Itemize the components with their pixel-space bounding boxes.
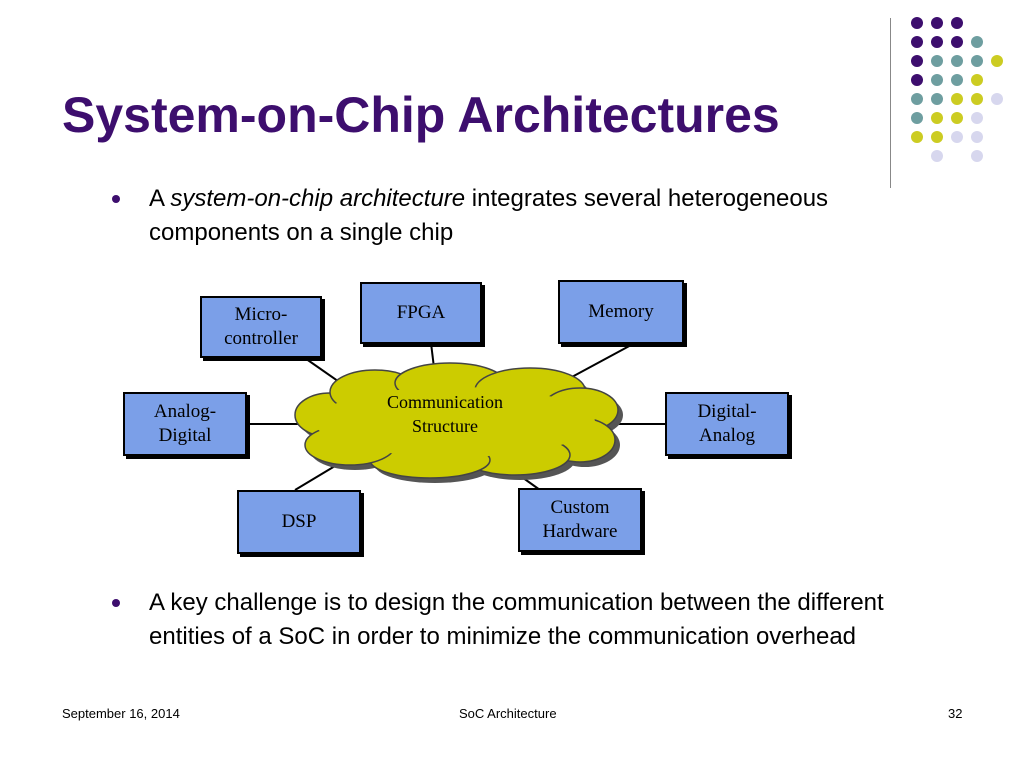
- bullet-soc-definition: A system-on-chip architecture integrates…: [112, 182, 929, 250]
- dsp-box: DSP: [237, 490, 361, 554]
- title-divider-line: [890, 18, 891, 188]
- fpga-box: FPGA: [360, 282, 482, 344]
- analog-digital-box: Analog- Digital: [123, 392, 247, 456]
- bullet-text: A key challenge is to design the communi…: [149, 589, 884, 650]
- footer-date: September 16, 2014: [62, 706, 180, 721]
- microcontroller-label: Micro- controller: [224, 304, 298, 349]
- digital-analog-label: Digital- Analog: [697, 401, 757, 446]
- bullet-prefix: A: [149, 185, 171, 212]
- communication-structure-label: Communication Structure: [387, 392, 503, 436]
- memory-box: Memory: [558, 280, 684, 344]
- fpga-label: FPGA: [396, 302, 446, 323]
- bullet-key-challenge: A key challenge is to design the communi…: [112, 586, 929, 654]
- cloud-core: [315, 387, 595, 457]
- dsp-label: DSP: [281, 511, 317, 532]
- bullet-dot-icon: [112, 599, 120, 607]
- bullet-dot-icon: [112, 195, 120, 203]
- bullet-suffix: integrates several heterogeneous compone…: [149, 185, 829, 246]
- footer-page-number: 32: [948, 706, 963, 721]
- decorative-dot-grid-icon: [911, 17, 1003, 162]
- slide-title: System-on-Chip Architectures: [62, 87, 780, 143]
- analog-digital-label: Analog- Digital: [153, 401, 217, 446]
- bullet-emphasis: system-on-chip architecture: [170, 185, 466, 212]
- memory-label: Memory: [588, 301, 654, 322]
- custom-hardware-box: Custom Hardware: [518, 488, 642, 552]
- bullet-text: A system-on-chip architecture integrates…: [149, 182, 929, 250]
- microcontroller-box: Micro- controller: [200, 296, 322, 358]
- digital-analog-box: Digital- Analog: [665, 392, 789, 456]
- footer-course: SoC Architecture: [459, 706, 557, 721]
- custom-hardware-label: Custom Hardware: [542, 497, 618, 542]
